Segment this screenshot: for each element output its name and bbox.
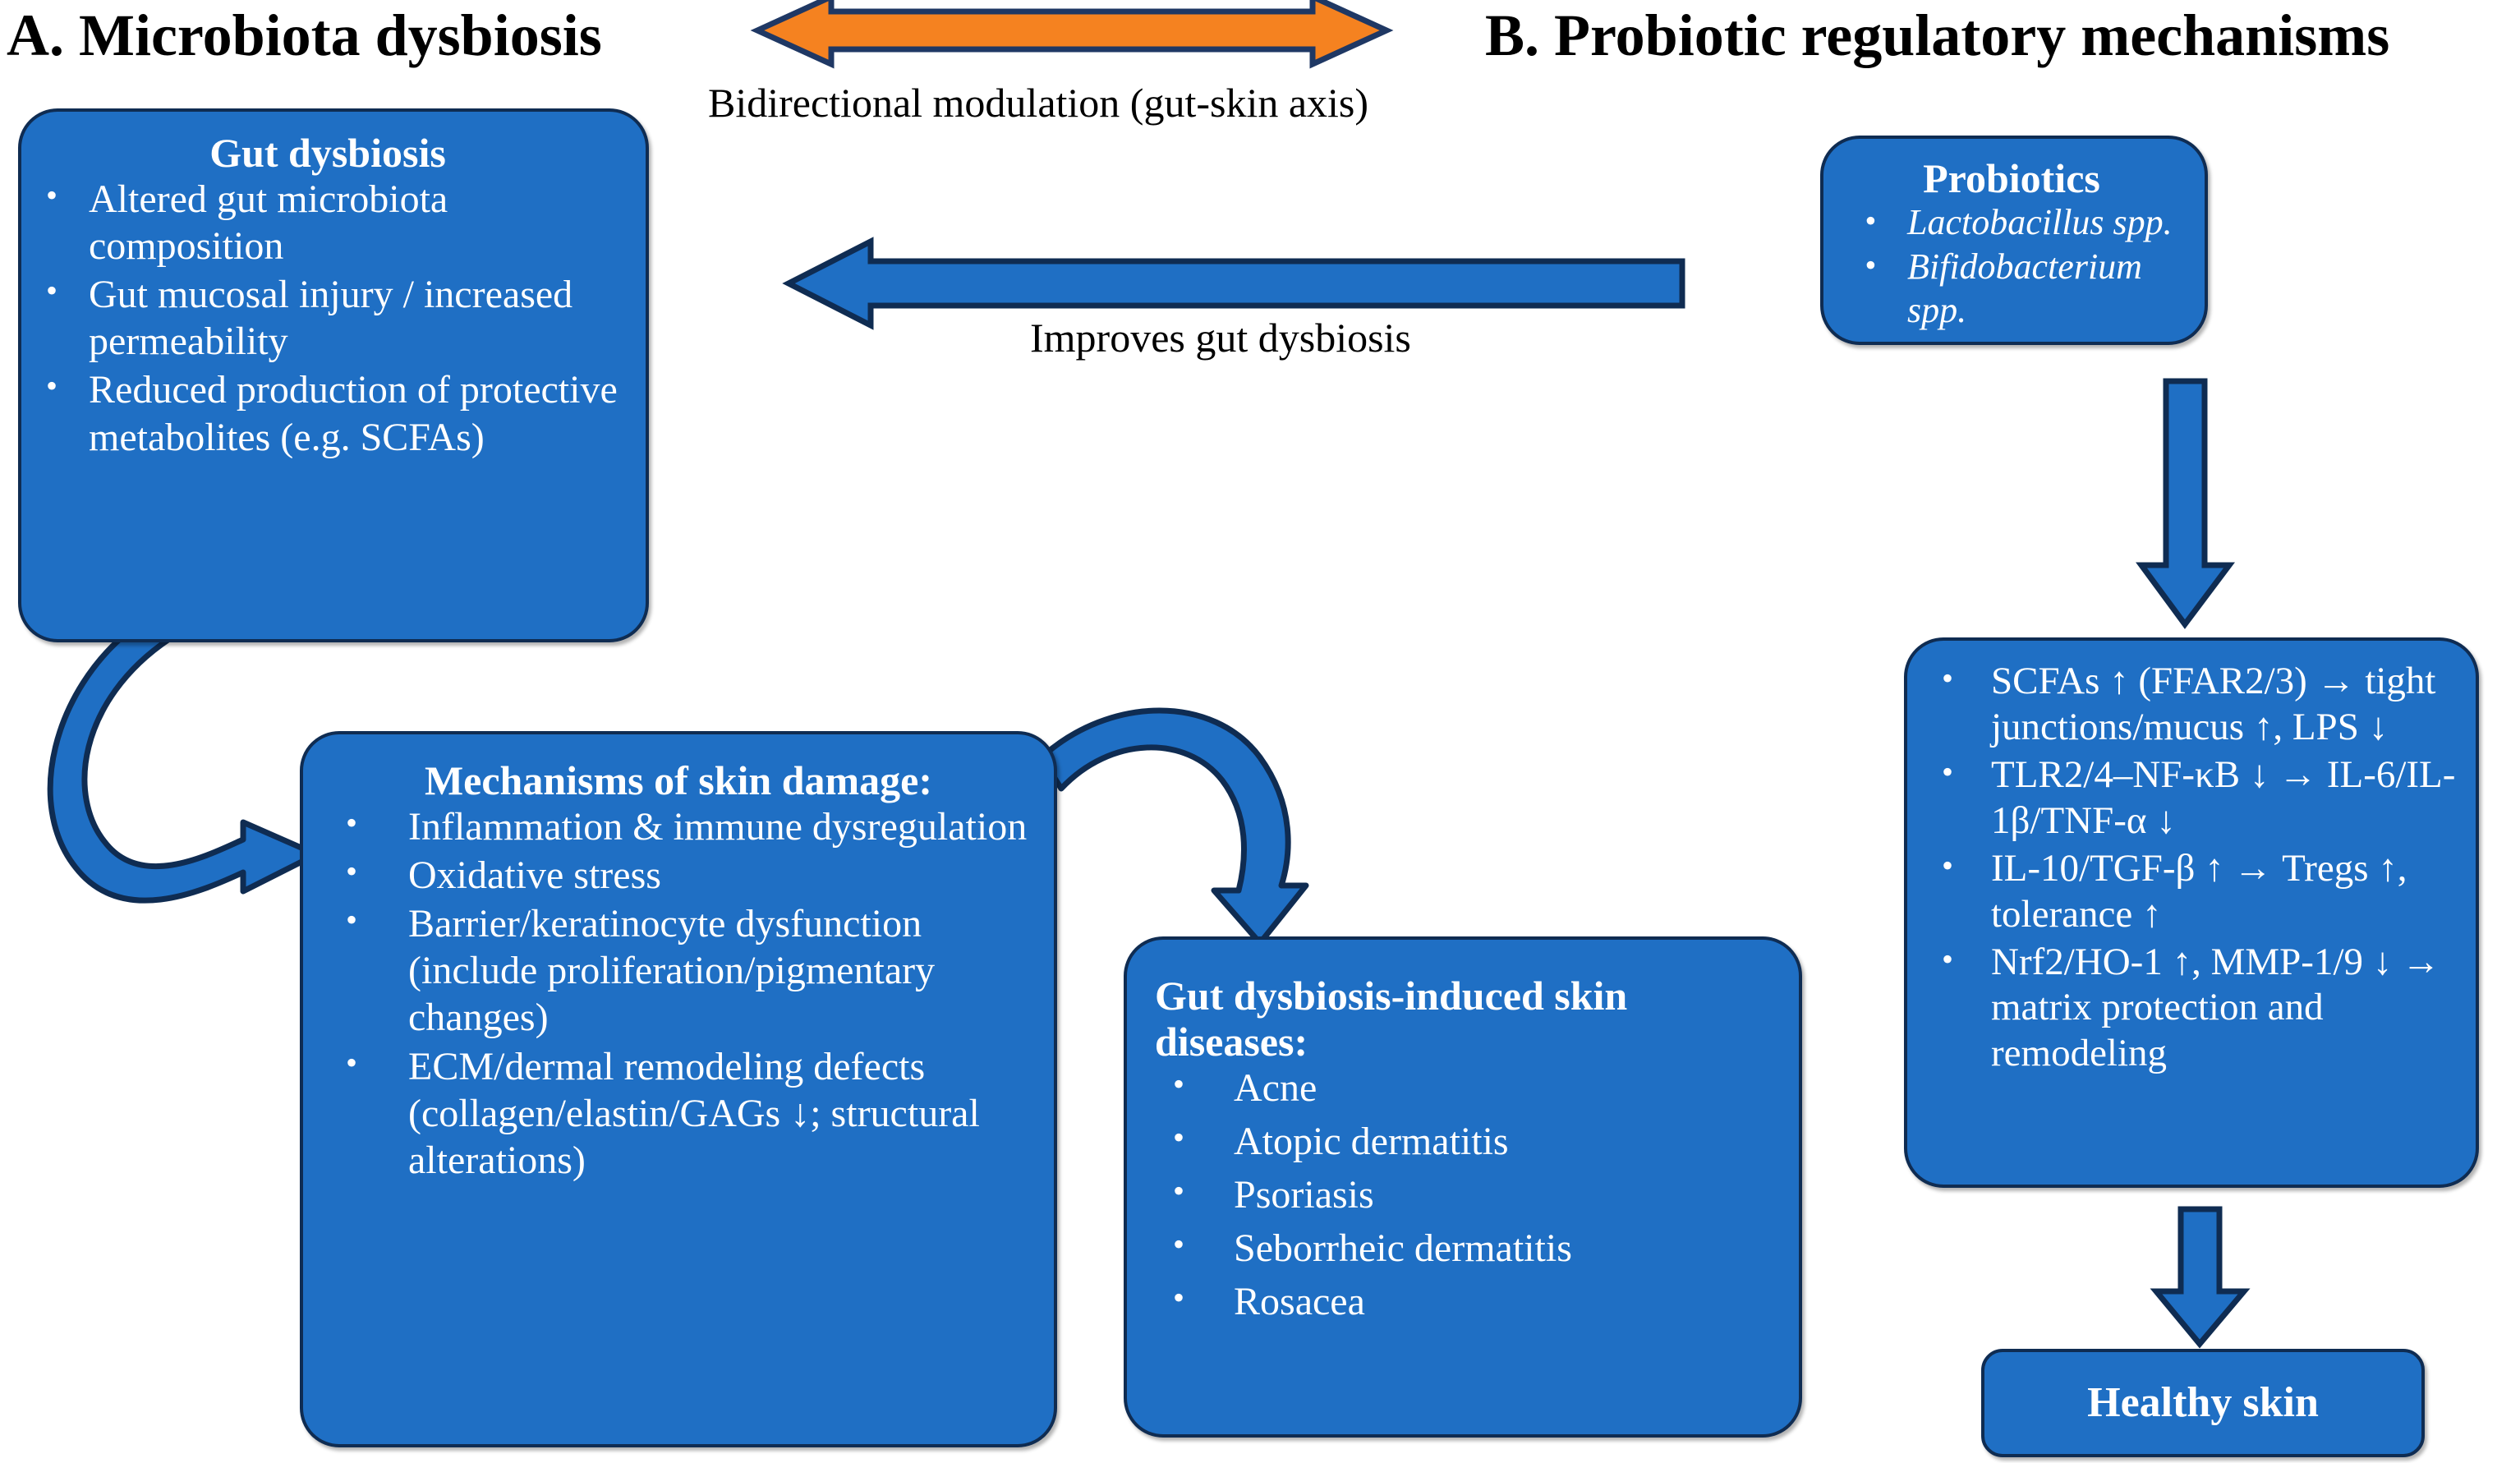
box-probiotics-heading: Probiotics [1923,155,2100,201]
probiotics-to-mechanisms-arrow [2136,378,2235,629]
list-item: Bifidobacterium spp. [1832,244,2191,332]
box-skin-diseases: Gut dysbiosis-induced skin diseases: Acn… [1124,936,1802,1438]
list-item: Barrier/keratinocyte dysfunction (includ… [321,899,1036,1041]
list-item: Gut mucosal injury / increased permeabil… [31,269,624,365]
list-item: Atopic dermatitis [1155,1116,1776,1165]
box-healthy-skin-heading: Healthy skin [2087,1378,2319,1426]
list-item: Inflammation & immune dysregulation [321,802,1036,850]
box-skin-diseases-list: Acne Atopic dermatitis Psoriasis Seborrh… [1155,1063,1776,1326]
list-item: Nrf2/HO-1 ↑, MMP-1/9 ↓ → matrix protecti… [1915,938,2461,1078]
box-gut-dysbiosis: Gut dysbiosis Altered gut microbiota com… [18,108,649,642]
panel-a-title: A. Microbiota dysbiosis [7,2,602,68]
list-item: IL-10/TGF-β ↑ → Tregs ↑, tolerance ↑ [1915,844,2461,938]
box-mechanisms-heading: Mechanisms of skin damage: [424,757,933,803]
gut-to-skin-damage-curved-arrow [47,626,320,904]
list-item: Oxidative stress [321,850,1036,899]
bidirectional-arrow-caption: Bidirectional modulation (gut-skin axis) [708,80,1369,126]
box-healthy-skin: Healthy skin [1981,1349,2425,1457]
box-mechanisms-list: Inflammation & immune dysregulation Oxid… [321,802,1036,1184]
list-item: Seborrheic dermatitis [1155,1223,1776,1272]
improves-arrow-caption: Improves gut dysbiosis [1030,315,1411,361]
box-probiotics-list: Lactobacillus spp. Bifidobacterium spp. [1832,200,2191,332]
improves-gut-dysbiosis-arrow [782,237,1685,330]
list-item: Altered gut microbiota composition [31,174,624,269]
list-item: SCFAs ↑ (FFAR2/3) → tight junctions/mucu… [1915,657,2461,751]
box-probiotic-mechanisms-list: SCFAs ↑ (FFAR2/3) → tight junctions/mucu… [1915,657,2461,1078]
box-probiotics: Probiotics Lactobacillus spp. Bifidobact… [1820,136,2208,345]
box-skin-diseases-heading: Gut dysbiosis-induced skin diseases: [1155,973,1628,1065]
mechanisms-to-healthy-skin-arrow [2150,1206,2251,1349]
list-item: ECM/dermal remodeling defects (collagen/… [321,1042,1036,1184]
box-probiotic-mechanisms: SCFAs ↑ (FFAR2/3) → tight junctions/mucu… [1904,637,2479,1188]
list-item: Rosacea [1155,1277,1776,1325]
bidirectional-arrow [750,0,1394,69]
box-mechanisms-of-skin-damage: Mechanisms of skin damage: Inflammation … [300,731,1057,1447]
list-item: Reduced production of protective metabol… [31,365,624,460]
list-item: Lactobacillus spp. [1832,200,2191,244]
box-gut-dysbiosis-heading: Gut dysbiosis [209,130,446,176]
list-item: Acne [1155,1063,1776,1111]
list-item: TLR2/4–NF-κB ↓ → IL-6/IL-1β/TNF-α ↓ [1915,751,2461,844]
list-item: Psoriasis [1155,1170,1776,1218]
panel-b-title: B. Probiotic regulatory mechanisms [1485,2,2390,68]
box-gut-dysbiosis-list: Altered gut microbiota composition Gut m… [31,174,624,461]
skin-damage-to-diseases-curved-arrow [1038,707,1309,946]
